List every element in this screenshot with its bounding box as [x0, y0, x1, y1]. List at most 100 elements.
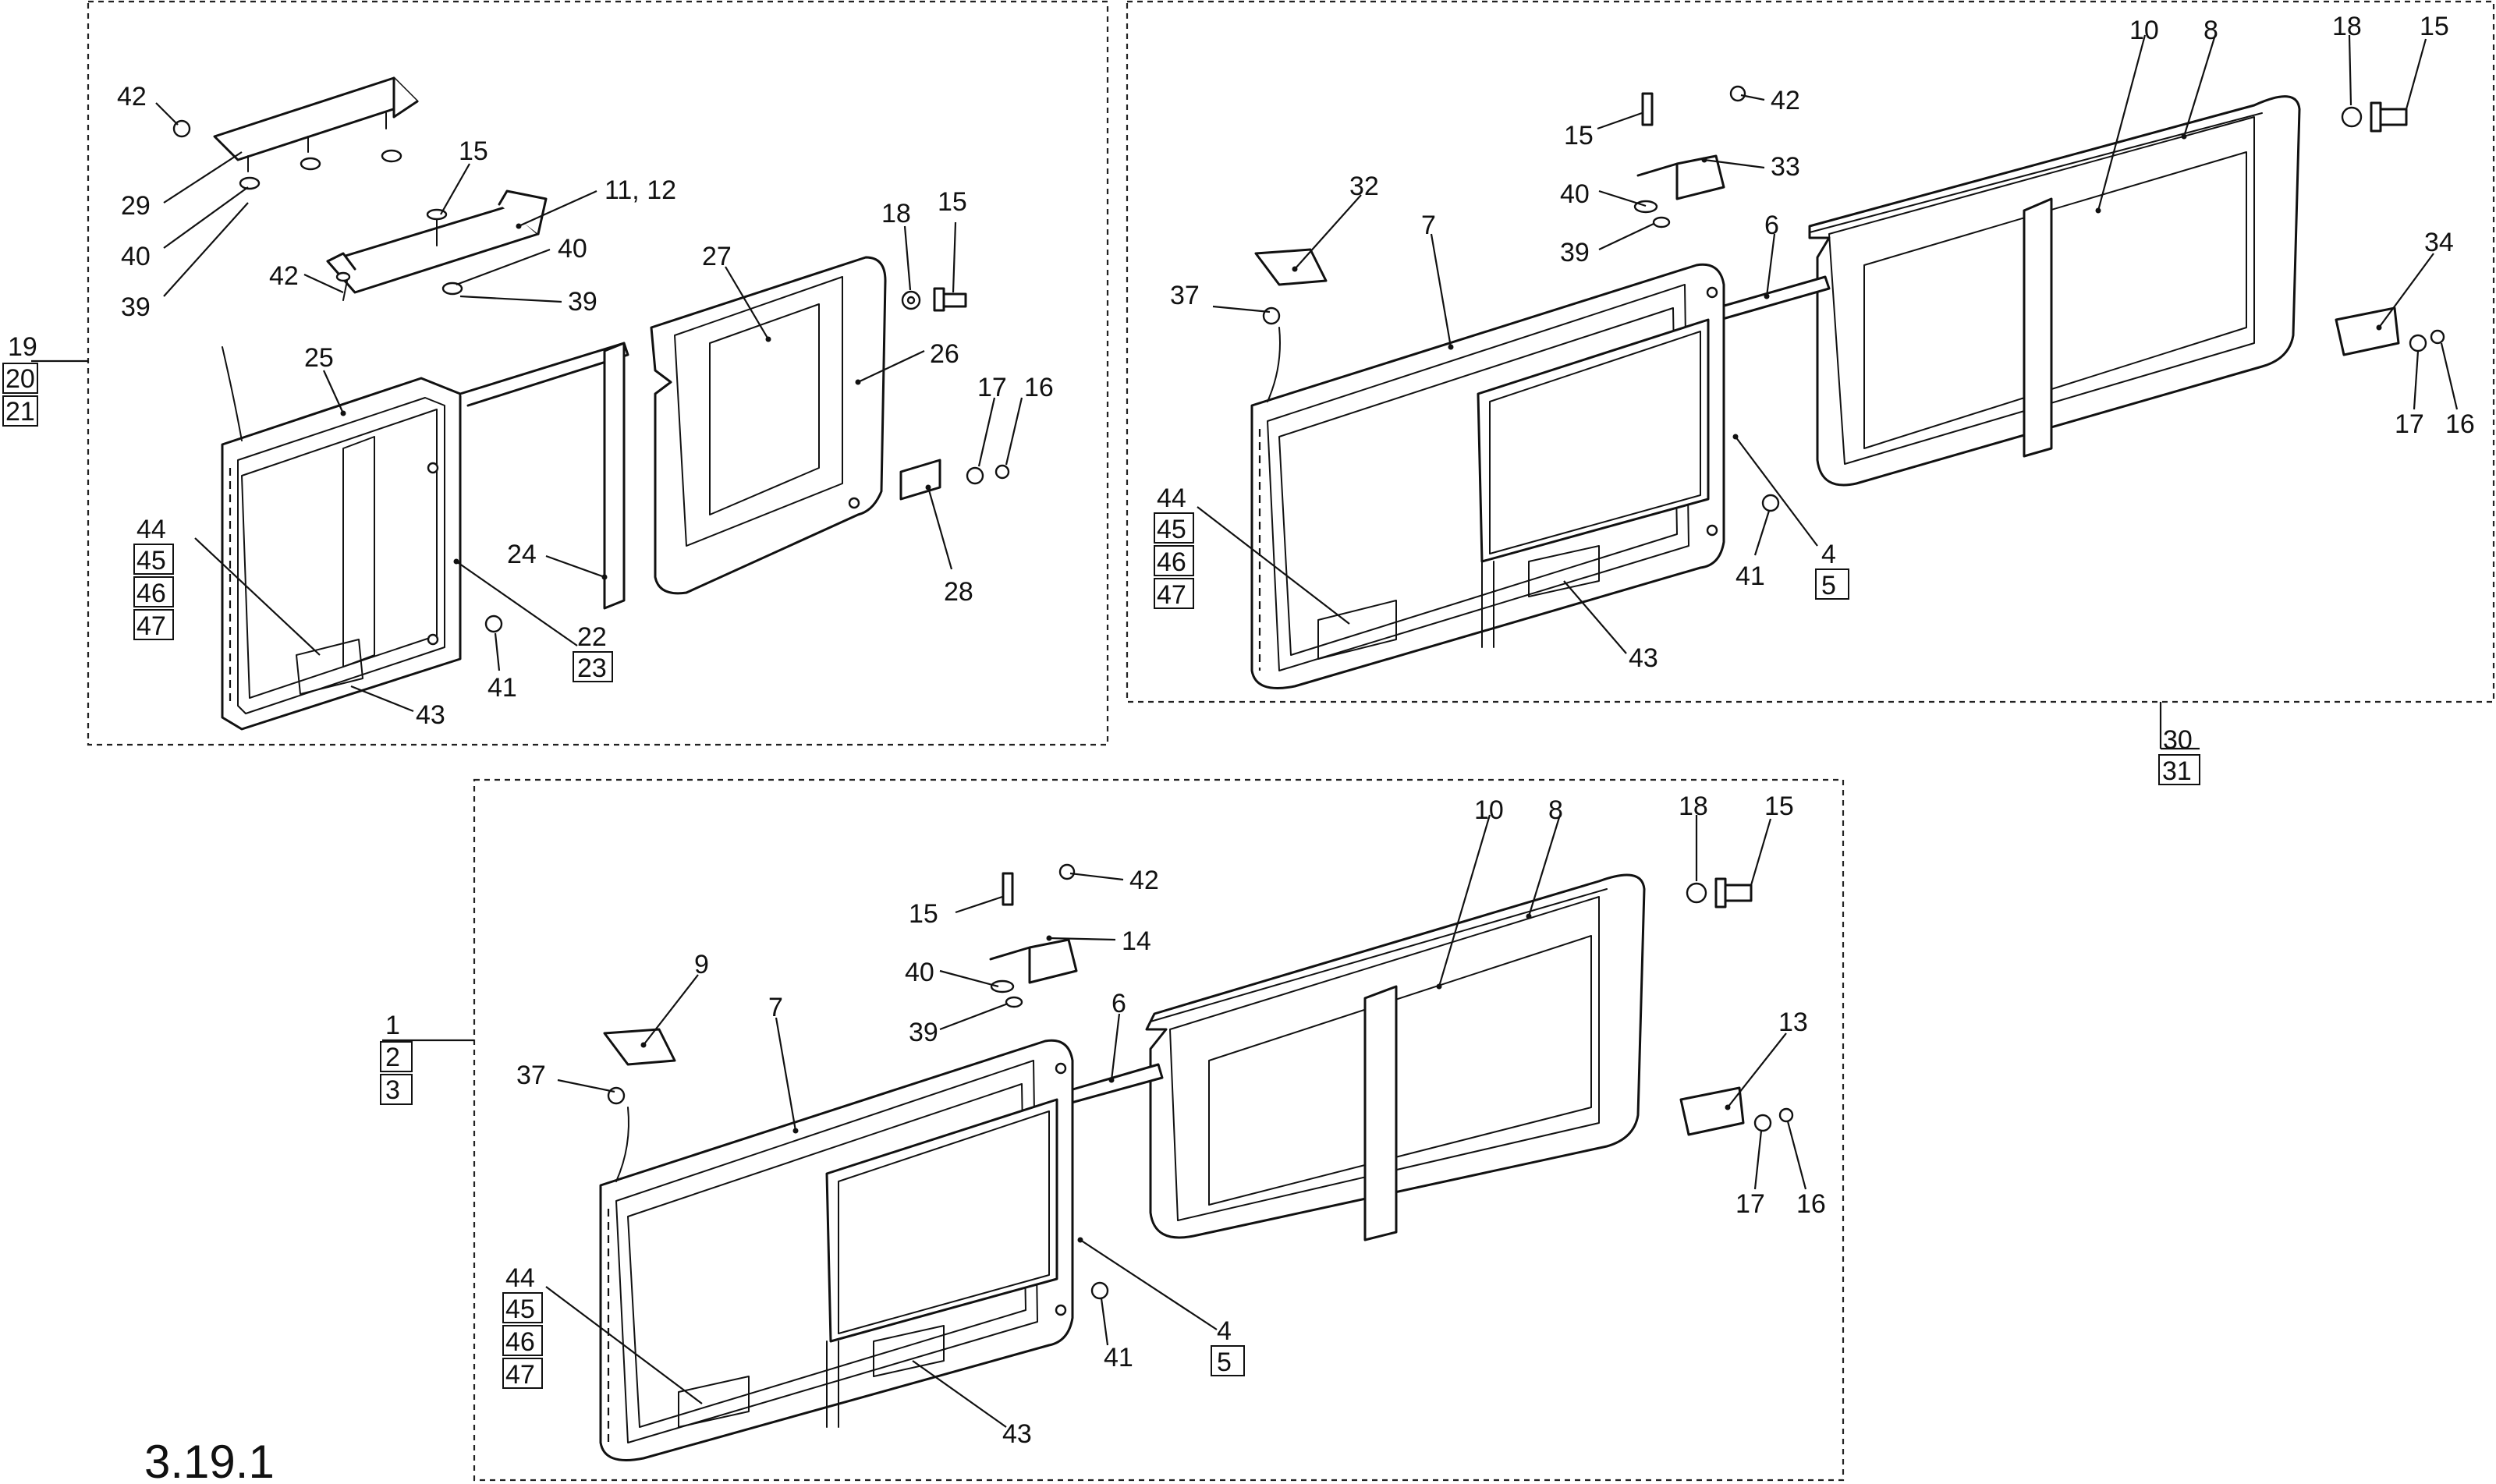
group-id-19: 19 — [8, 332, 37, 362]
callout-39: 39 — [1560, 238, 1590, 267]
bracket-9 — [603, 1028, 676, 1066]
callout-40: 40 — [121, 242, 151, 271]
callout-17: 17 — [977, 373, 1007, 402]
callout-4: 4 — [1217, 1316, 1232, 1346]
callout-34: 34 — [2424, 228, 2454, 257]
assembly-bottom: 10 8 18 15 15 42 14 40 39 9 7 6 37 13 17… — [502, 792, 1826, 1461]
callout-15: 15 — [938, 187, 967, 217]
callout-27: 27 — [702, 242, 732, 271]
callout-18: 18 — [2332, 12, 2362, 41]
callout-18: 18 — [1679, 792, 1708, 821]
callout-41: 41 — [1736, 561, 1765, 591]
bracket-13 — [1679, 1086, 1745, 1136]
callout-17: 17 — [2395, 409, 2424, 439]
callout-25: 25 — [304, 343, 334, 373]
callout-8: 8 — [1548, 795, 1563, 825]
callout-16: 16 — [2445, 409, 2475, 439]
group-id-30: 30 — [2163, 725, 2193, 755]
leaders-bottom — [545, 814, 1807, 1428]
rear-panel-8-10 — [1145, 873, 1646, 1241]
bracket-29 — [213, 76, 419, 190]
fasteners-top-left-right — [484, 287, 1010, 633]
group-id-2: 2 — [385, 1043, 400, 1072]
rear-panel-8-10 — [1808, 95, 2301, 487]
bracket-33 — [1636, 154, 1725, 200]
callout-33: 33 — [1771, 152, 1800, 182]
callout-24: 24 — [507, 540, 537, 569]
callout-47: 47 — [505, 1360, 535, 1390]
callout-16: 16 — [1024, 373, 1054, 402]
callout-13: 13 — [1778, 1008, 1808, 1037]
callout-29: 29 — [121, 191, 151, 221]
callout-41: 41 — [1104, 1343, 1133, 1372]
callout-14: 14 — [1122, 926, 1151, 956]
leaders-top-left — [155, 102, 1023, 713]
group-id-21: 21 — [5, 397, 35, 427]
callout-39: 39 — [121, 292, 151, 322]
rod-6 — [1714, 275, 1831, 321]
callout-39: 39 — [568, 287, 597, 317]
callout-stack-4-5: 4 5 — [1211, 1316, 1245, 1377]
callout-40: 40 — [558, 234, 587, 264]
callout-45: 45 — [505, 1295, 535, 1324]
leaders-top-right — [1197, 34, 2459, 654]
callout-46: 46 — [505, 1327, 535, 1357]
bracket-11-12 — [326, 189, 548, 301]
group-frame-bottom — [473, 778, 1845, 1482]
fasteners-bottom — [607, 863, 1794, 1300]
callout-47: 47 — [1157, 580, 1186, 610]
group-id-31: 31 — [2162, 756, 2192, 786]
callout-15: 15 — [909, 899, 938, 929]
callout-42: 42 — [1129, 866, 1159, 895]
callout-46: 46 — [1157, 547, 1186, 577]
callout-26: 26 — [930, 339, 959, 369]
bracket-34 — [2335, 306, 2400, 356]
callout-42: 42 — [1771, 86, 1800, 115]
callout-stack-44-47: 44 45 46 47 — [1154, 483, 1194, 610]
callout-37: 37 — [516, 1061, 546, 1090]
callout-7: 7 — [768, 993, 783, 1022]
callout-23: 23 — [577, 653, 607, 683]
callout-16: 16 — [1796, 1189, 1826, 1219]
callout-stack-44-47: 44 45 46 47 — [133, 515, 174, 641]
callout-40: 40 — [905, 958, 934, 987]
callout-44: 44 — [136, 515, 166, 544]
callout-10: 10 — [2129, 16, 2159, 45]
callout-5: 5 — [1217, 1348, 1232, 1377]
callout-44: 44 — [505, 1263, 535, 1293]
group-label-top-right: 30 31 — [2158, 702, 2200, 786]
callout-45: 45 — [136, 546, 166, 576]
callout-43: 43 — [1629, 643, 1658, 673]
callout-43: 43 — [416, 700, 445, 730]
callout-45: 45 — [1157, 515, 1186, 544]
group-label-bottom: 1 2 3 — [380, 1011, 474, 1105]
callout-37: 37 — [1170, 281, 1200, 310]
figure-reference: 3.19.1 — [144, 1436, 275, 1484]
callout-15: 15 — [459, 136, 488, 166]
callout-6: 6 — [1764, 211, 1779, 240]
callout-47: 47 — [136, 611, 166, 641]
callout-44: 44 — [1157, 483, 1186, 513]
callout-4: 4 — [1821, 540, 1836, 569]
callout-5: 5 — [1821, 571, 1836, 600]
callout-39: 39 — [909, 1018, 938, 1047]
door-frame-7 — [599, 1039, 1074, 1461]
callout-42: 42 — [117, 82, 147, 112]
callout-11-12: 11, 12 — [604, 175, 676, 205]
assembly-top-right: 15 42 33 40 39 10 8 18 15 32 7 6 37 34 1… — [1154, 12, 2475, 689]
callout-15: 15 — [1764, 792, 1794, 821]
callout-22: 22 — [577, 622, 607, 652]
callout-10: 10 — [1474, 795, 1504, 825]
group-id-20: 20 — [5, 364, 35, 394]
callout-43: 43 — [1002, 1419, 1032, 1449]
callout-42: 42 — [269, 261, 299, 291]
group-frame-top-right — [1126, 0, 2495, 703]
callout-15: 15 — [2420, 12, 2449, 41]
callout-28: 28 — [944, 577, 973, 607]
callout-32: 32 — [1349, 172, 1379, 201]
callout-15: 15 — [1564, 121, 1594, 151]
callout-stack-44-47: 44 45 46 47 — [502, 1263, 543, 1390]
group-id-1: 1 — [385, 1011, 400, 1040]
cover-panel-26-27 — [650, 256, 887, 595]
group-id-3: 3 — [385, 1075, 400, 1105]
